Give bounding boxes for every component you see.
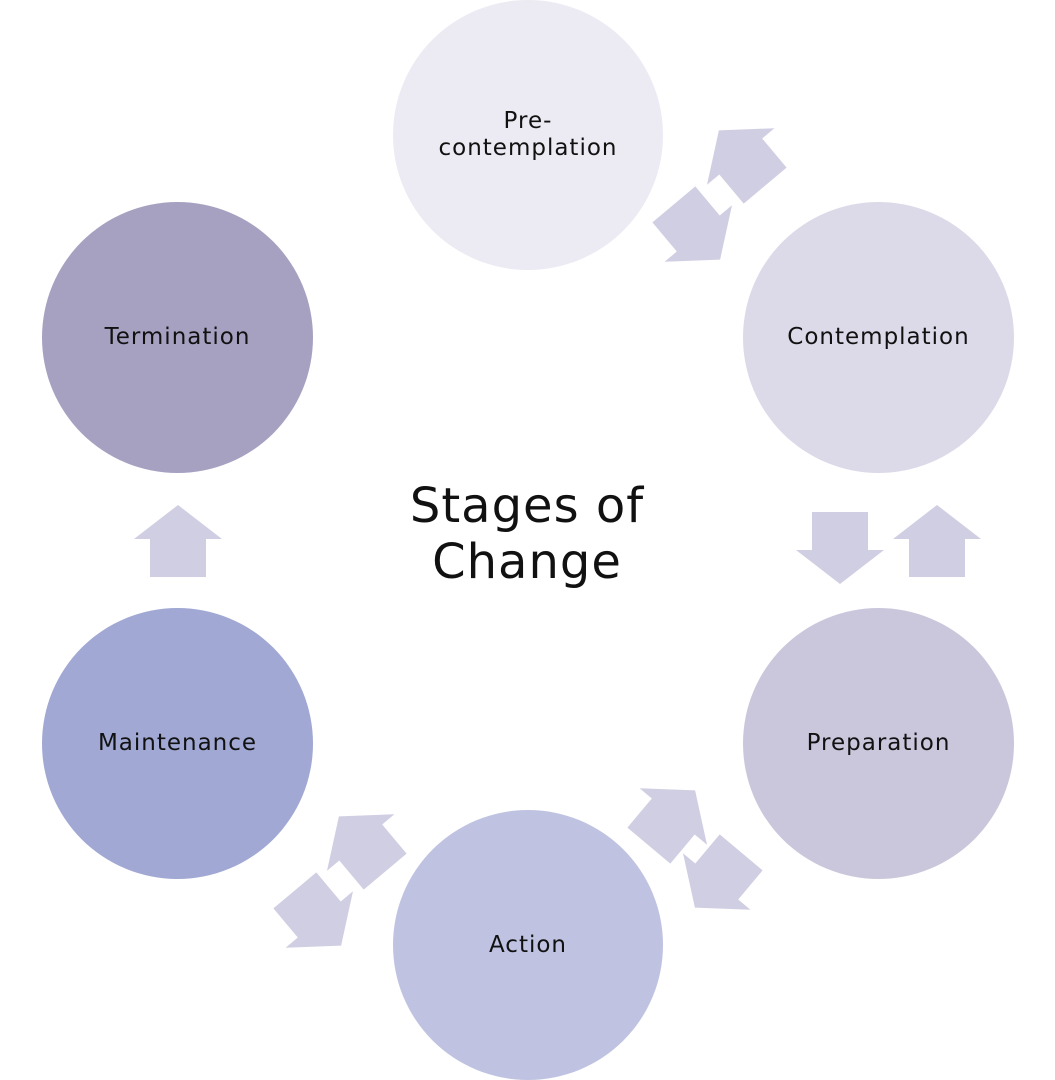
arrow-precontemplation-to-contemplation xyxy=(652,186,732,262)
stage-label: Action xyxy=(488,931,568,958)
stage-preparation: Preparation xyxy=(743,608,1014,879)
stage-action: Action xyxy=(393,810,663,1080)
stage-precontemplation: Pre- contemplation xyxy=(393,0,663,270)
arrow-preparation-to-action xyxy=(683,834,763,910)
stage-termination: Termination xyxy=(42,202,313,473)
arrow-maintenance-to-action xyxy=(327,814,407,890)
arrow-maintenance-to-termination xyxy=(134,505,222,577)
arrow-contemplation-to-precontemplation xyxy=(707,128,787,204)
stage-label: Contemplation xyxy=(787,324,970,350)
arrow-action-to-preparation xyxy=(627,788,707,864)
diagram-title: Stages of Change xyxy=(409,478,645,590)
stage-label: Pre- contemplation xyxy=(438,108,618,161)
arrow-contemplation-to-preparation xyxy=(796,512,884,584)
stage-label: Maintenance xyxy=(97,730,258,756)
stage-maintenance: Maintenance xyxy=(42,608,313,879)
arrow-preparation-to-contemplation xyxy=(893,505,981,577)
stage-contemplation: Contemplation xyxy=(743,202,1014,473)
stage-label: Preparation xyxy=(806,730,951,756)
stage-label: Termination xyxy=(104,324,251,350)
arrow-action-to-maintenance xyxy=(273,872,353,948)
